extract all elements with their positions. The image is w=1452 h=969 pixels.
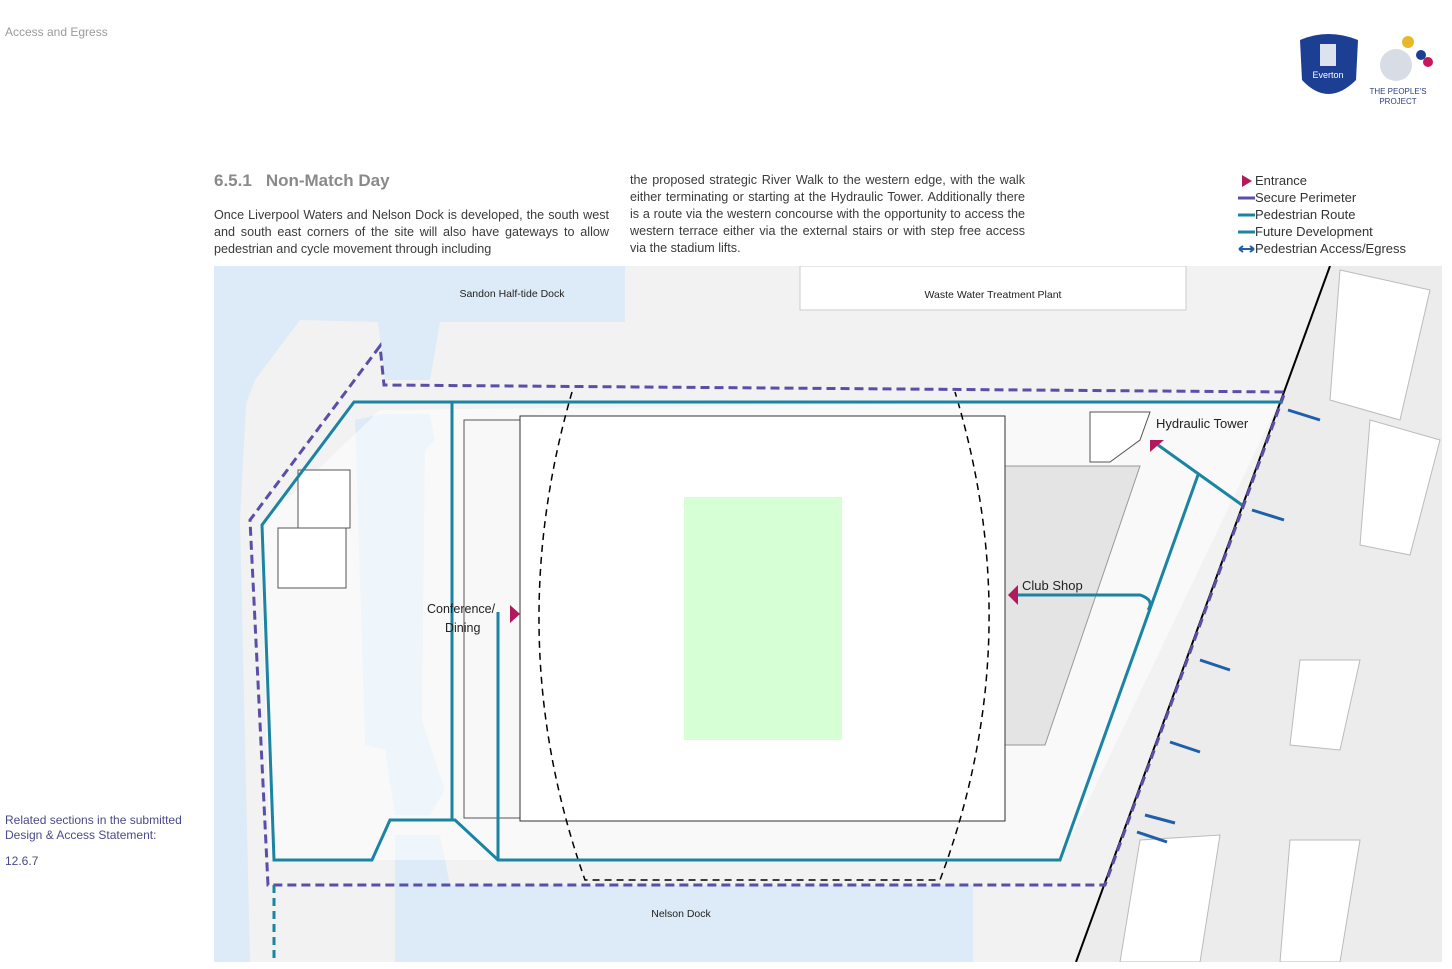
hydraulic-tower-label: Hydraulic Tower [1156, 416, 1249, 431]
legend-item-secure-perimeter: Secure Perimeter [1238, 189, 1406, 206]
line-icon [1238, 196, 1255, 199]
nelson-dock-water [395, 835, 973, 962]
pitch [684, 497, 842, 740]
legend: Entrance Secure Perimeter Pedestrian Rou… [1238, 172, 1406, 257]
everton-crest-logo: Everton THE PEOPLE'S PROJECT [1300, 34, 1433, 106]
line-icon [1238, 230, 1255, 233]
body-paragraph-1: Once Liverpool Waters and Nelson Dock is… [214, 208, 609, 256]
page-title: 6.5.1 Non-Match Day [214, 171, 404, 191]
waste-plant-label: Waste Water Treatment Plant [925, 289, 1062, 301]
double-arrow-icon [1238, 244, 1255, 253]
section-title: Non-Match Day [265, 171, 390, 190]
dining-label: Dining [445, 621, 480, 635]
nelson-dock-label: Nelson Dock [651, 908, 711, 920]
conference-label: Conference/ [427, 602, 496, 616]
river-water [214, 266, 290, 962]
section-number: 6.5.1 [214, 171, 252, 190]
legend-item-entrance: Entrance [1238, 172, 1406, 189]
section-label: Access and Egress [5, 25, 108, 39]
entrance-icon [1150, 440, 1164, 452]
svg-text:Everton: Everton [1312, 70, 1343, 80]
legend-item-pedestrian-route: Pedestrian Route [1238, 206, 1406, 223]
line-icon [1238, 213, 1255, 216]
waste-water-plant [799, 266, 1187, 311]
legend-item-pedestrian-access: Pedestrian Access/Egress [1238, 240, 1406, 257]
sandon-dock-water [240, 266, 625, 420]
legend-item-future-development: Future Development [1238, 223, 1406, 240]
triangle-icon [1242, 174, 1252, 187]
related-sections: Related sections in the submitted Design… [5, 813, 182, 842]
svg-text:PROJECT: PROJECT [1379, 97, 1416, 106]
stadium-roof-outline [538, 391, 990, 881]
logos: Everton THE PEOPLE'S PROJECT [1296, 30, 1446, 115]
secure-perimeter [248, 342, 1288, 887]
body-paragraph-2: the proposed strategic River Walk to the… [630, 173, 1025, 255]
hydraulic-tower-building [1089, 411, 1151, 463]
club-shop-label: Club Shop [1022, 578, 1083, 593]
entrance-markers [510, 440, 1164, 623]
access-arrows [1136, 408, 1321, 844]
pedestrian-route [260, 400, 1282, 962]
svg-text:THE PEOPLE'S: THE PEOPLE'S [1369, 87, 1426, 96]
sandon-dock-label: Sandon Half-tide Dock [459, 288, 565, 300]
related-section-ref: 12.6.7 [5, 854, 39, 868]
entrance-icon [1008, 585, 1018, 605]
entrance-icon [510, 605, 520, 623]
